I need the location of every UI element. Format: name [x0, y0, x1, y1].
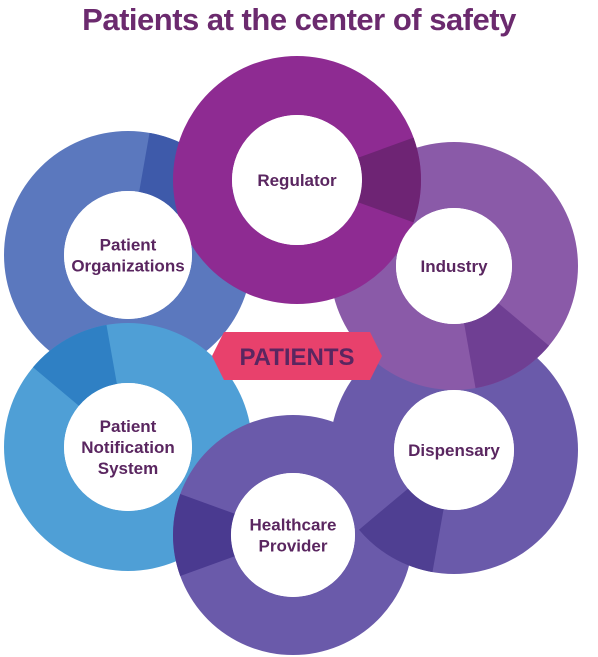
industry-circle: [396, 208, 512, 324]
ring-layer: [4, 55, 578, 655]
dispensary-ring-shade: [359, 487, 445, 573]
dispensary-label-line: Dispensary: [408, 441, 500, 460]
circle-layer: [64, 115, 514, 597]
patient-notification-system-circle: [64, 383, 192, 511]
patient-organizations-label-line: Patient: [100, 236, 157, 255]
regulator-ring-shade: [357, 137, 421, 223]
healthcare-provider-ring-shade: [173, 493, 236, 577]
patients-label: PATIENTS: [239, 344, 354, 371]
patient-notification-system-ring-shade: [33, 324, 118, 407]
industry-ring-shade: [462, 302, 549, 389]
regulator-ring: [172, 55, 422, 305]
regulator-circle: [232, 115, 362, 245]
industry-label-line: Industry: [420, 257, 488, 276]
dispensary-label: Dispensary: [408, 441, 500, 460]
healthcare-provider-label-line: Healthcare: [250, 516, 337, 535]
patients-banner-shape: [212, 332, 382, 380]
page-title: Patients at the center of safety: [82, 2, 516, 37]
dispensary-circle: [394, 390, 514, 510]
patient-organizations-circle: [64, 191, 192, 319]
patient-notification-system-label-line: Notification: [81, 438, 175, 457]
patient-organizations-label-line: Organizations: [71, 257, 184, 276]
patient-notification-system-label-line: Patient: [100, 417, 157, 436]
regulator-label-line: Regulator: [257, 171, 337, 190]
center-banner: PATIENTS: [212, 332, 382, 380]
regulator-label: Regulator: [257, 171, 337, 190]
healthcare-provider-label-line: Provider: [259, 537, 328, 556]
industry-label: Industry: [420, 257, 488, 276]
healthcare-provider-circle: [231, 473, 355, 597]
patient-notification-system-label-line: System: [98, 459, 158, 478]
